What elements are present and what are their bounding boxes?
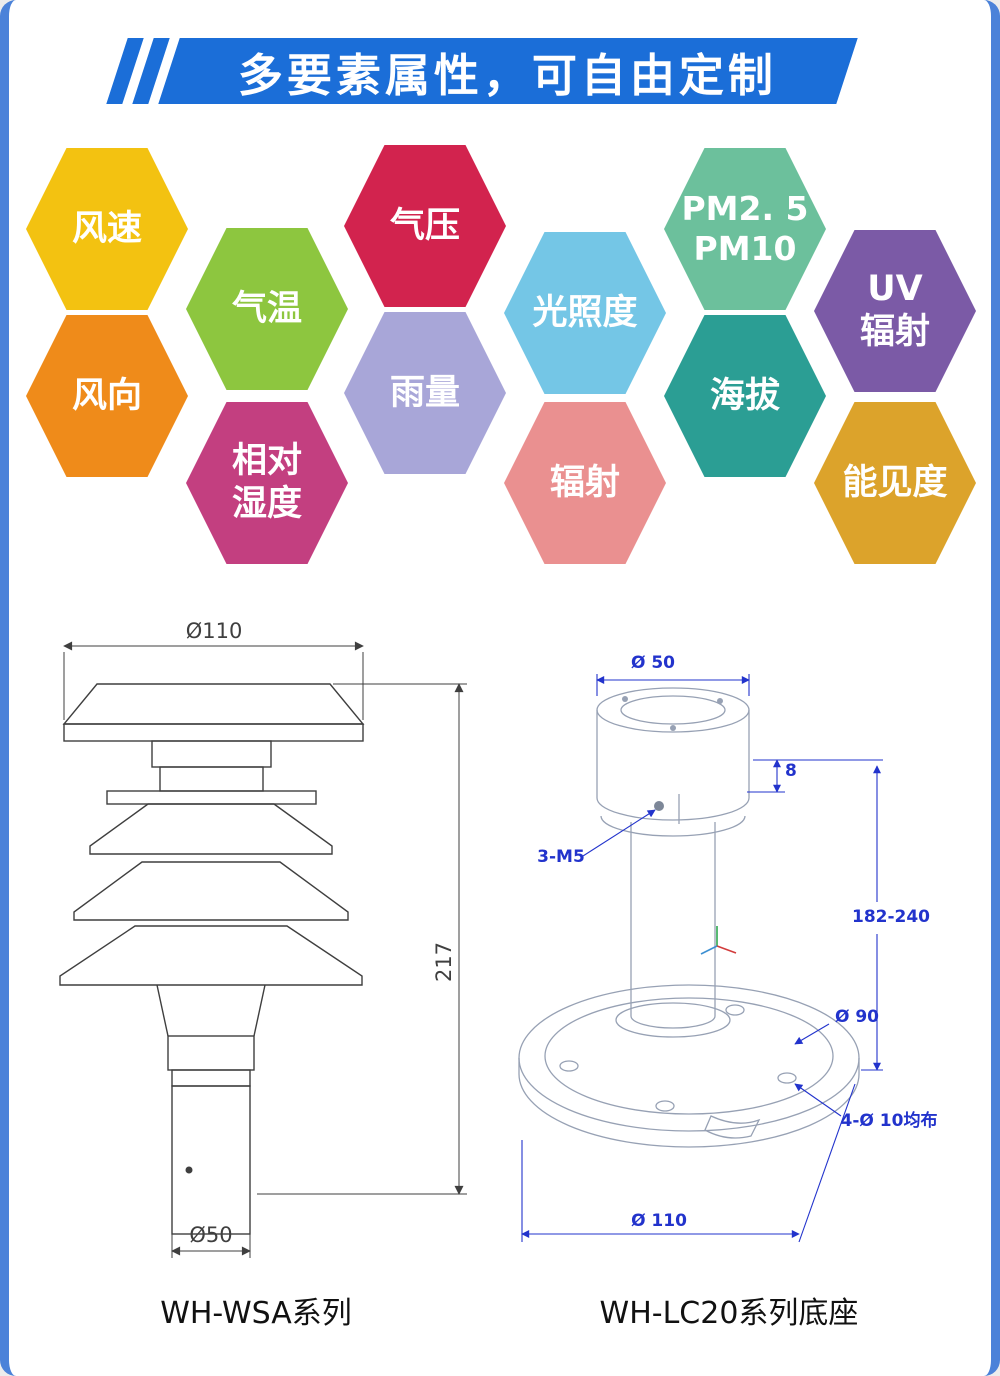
title-banner: 多要素属性，可自由定制 [158,38,858,104]
dim-label-screws-3m5: 3-M5 [537,847,585,867]
hexagon-label: 辐射 [859,312,930,352]
hexagon-humidity: 相对 湿度 [186,402,348,564]
hexagon-wind-direction: 风向 [26,315,188,477]
lc20-caption: WH-LC20系列底座 [599,1296,859,1331]
hexagon-pm: PM2. 5 PM10 [664,148,826,310]
hexagon-label: PM10 [693,229,797,268]
hexagon-label: 光照度 [532,292,638,333]
page-title: 多要素属性，可自由定制 [238,48,778,102]
dim-label-height-217: 217 [432,942,456,982]
hexagon-label: 相对 [231,441,302,482]
axis-triad-icon [700,926,737,955]
hexagon-radiation: 辐射 [504,402,666,564]
hexagon-illuminance: 光照度 [504,232,666,394]
hexagon-rainfall: 雨量 [344,312,506,474]
wsa-diagram: Ø110 217 Ø50 WH-WSA系列 [31,610,481,1332]
hexagon-uv-radiation: UV 辐射 [814,230,976,392]
dim-label-holes: 4-Ø 10均布 [841,1110,938,1131]
hexagon-label: PM2. 5 [681,188,809,228]
hexagon-label: 海拔 [709,375,780,416]
hexagon-label: UV [867,269,923,310]
dim-label-diameter-50: Ø50 [189,1223,232,1247]
dim-label-offset-8: 8 [785,761,797,781]
hexagon-label: 雨量 [389,372,460,413]
hexagon-wind-speed: 风速 [26,148,188,310]
hexagon-label: 风速 [71,208,142,249]
lc20-drawing: Ø 50 8 3-M5 182-240 Ø 90 4-Ø 10均布 Ø 110 [518,653,938,1243]
hexagon-label: 湿度 [231,484,302,524]
dim-label-diameter-50: Ø 50 [631,653,675,673]
dim-label-diameter-90: Ø 90 [835,1007,879,1027]
feature-hexagon-grid: 风速 气温 气压 光照度 PM2. 5 PM10 UV 辐射 风向 雨量 海拔 … [9,140,991,572]
hexagon-visibility: 能见度 [814,402,976,564]
hexagon-altitude: 海拔 [664,315,826,477]
lc20-diagram: Ø 50 8 3-M5 182-240 Ø 90 4-Ø 10均布 Ø 110 … [489,610,969,1332]
technical-drawings: Ø110 217 Ø50 WH-WSA系列 [9,610,991,1332]
hexagon-label: 气压 [389,205,460,246]
dim-label-range-182-240: 182-240 [852,907,930,927]
hexagon-pressure: 气压 [344,145,506,307]
wsa-caption: WH-WSA系列 [160,1296,352,1331]
dim-label-diameter-110: Ø110 [186,619,243,643]
hexagon-label: 气温 [231,288,302,329]
wsa-drawing: Ø110 217 Ø50 [59,619,467,1258]
dim-label-diameter-110: Ø 110 [631,1211,687,1231]
hexagon-label: 辐射 [549,462,620,503]
hexagon-temperature: 气温 [186,228,348,390]
hexagon-label: 能见度 [842,462,948,503]
header-banner: 多要素属性，可自由定制 [9,38,991,104]
hexagon-label: 风向 [71,375,142,416]
